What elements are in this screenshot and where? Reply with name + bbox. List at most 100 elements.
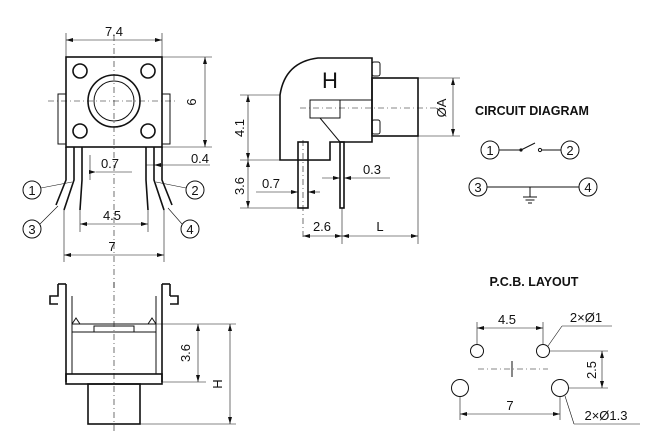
arrow [303,234,310,238]
front-view: 3.6 H [49,282,236,432]
pcb-large-hole-label: 2×Ø1.3 [584,408,627,423]
switch-blade [520,142,536,151]
leader-line [564,395,575,425]
pin-3-marker [22,219,42,239]
side-inner-slope [319,117,341,143]
arrow [203,57,207,64]
arrow [246,153,250,160]
dim-pin-thickness-0-4: 0.4 [191,151,209,166]
dim-height-4-1: 4.1 [232,119,247,137]
arrow [246,95,250,102]
side-boss-top [371,61,381,77]
pcb-large-hole-right [551,379,569,397]
pcb-span-7: 7 [506,398,513,413]
dim-lead-thickness-0-3: 0.3 [363,162,381,177]
arrow [80,222,87,226]
switch-contact-right [537,147,543,153]
right-inner-leg [145,147,149,211]
arrow [308,190,315,194]
side-view: H ØA 4.1 3.6 0.7 [232,57,460,244]
dim-front-height-3-6: 3.6 [178,344,193,362]
front-left-ear [49,284,59,305]
pin-3-label: 3 [28,222,35,237]
pcb-small-hole-label: 2×Ø1 [570,310,602,325]
arrow [600,381,604,388]
arrow [228,324,232,331]
pcb-pitch-y-2-5: 2.5 [584,361,599,379]
arrow [553,412,560,416]
arrow [451,78,455,85]
right-side-tab [161,93,171,145]
left-outer-leg-inner [63,147,75,211]
pin-1-label: 1 [28,183,35,198]
leader-line [39,205,59,225]
arrow [157,253,164,257]
dim-height-6: 6 [184,98,199,105]
front-clip-left [71,317,81,325]
left-inner-leg [79,147,83,211]
side-actuator [371,77,419,137]
arrow [342,234,349,238]
arrow [344,176,351,180]
circuit-pin-2-label: 2 [566,143,573,158]
leader-line [167,207,183,225]
pcb-large-hole-left [451,379,469,397]
arrow [66,38,73,42]
circuit-pin-4-label: 4 [584,180,591,195]
leader-line [40,181,73,189]
circuit-diagram-title: CIRCUIT DIAGRAM [475,104,589,118]
pin-2-label: 2 [191,183,198,198]
circuit-diagram: CIRCUIT DIAGRAM 1 2 3 4 [468,104,598,204]
left-outer-leg [55,147,67,206]
right-outer-leg-inner [153,147,165,211]
pcb-small-hole-left [470,344,484,358]
left-side-tab [57,93,67,145]
arrow [600,351,604,358]
arrow [246,201,250,208]
dim-offset-2-6: 2.6 [313,219,331,234]
leader-line [155,181,187,189]
pin-4-label: 4 [186,222,193,237]
pin-1-marker [22,180,42,200]
pin-2-marker [185,180,205,200]
dim-pin-gap-0-7: 0.7 [101,156,119,171]
arrow [196,375,200,382]
dim-total-height-H: H [210,379,225,388]
arrow [141,222,148,226]
pcb-small-hole-right [536,344,550,358]
dim-overall-width-7: 7 [108,239,115,254]
top-view: 7.4 6 0.7 0.4 4.5 7 1 [22,24,212,290]
corner-boss-bl [72,123,88,139]
side-boss-bottom [371,119,381,135]
front-actuator [87,383,141,425]
circuit-pin-3-label: 3 [474,180,481,195]
pin-4-marker [180,219,200,239]
arrow [203,140,207,147]
circuit-pin-1-label: 1 [486,143,493,158]
arrow [196,324,200,331]
leader-line [547,325,563,347]
switch-marking-H: H [322,68,338,93]
corner-boss-tr [140,63,156,79]
dim-pin-pitch-4-5: 4.5 [103,208,121,223]
dim-diameter-A: ØA [434,98,449,117]
plunger-inner-circle [93,80,135,122]
arrow [451,129,455,136]
arrow [155,38,162,42]
side-housing-outline [279,57,373,161]
front-body-notch [93,325,135,333]
dim-width-7-4: 7.4 [105,24,123,39]
pcb-layout: P.C.B. LAYOUT 4.5 2×Ø1 2.5 7 [451,275,640,425]
arrow [411,234,418,238]
arrow [335,234,342,238]
dim-length-L: L [376,219,383,234]
dim-lead-height-3-6: 3.6 [232,177,247,195]
pcb-layout-title: P.C.B. LAYOUT [490,275,579,289]
arrow [460,412,467,416]
corner-boss-br [140,123,156,139]
plunger-outer-circle [87,74,141,128]
dim-lead-width-0-7: 0.7 [262,176,280,191]
arrow [246,160,250,167]
